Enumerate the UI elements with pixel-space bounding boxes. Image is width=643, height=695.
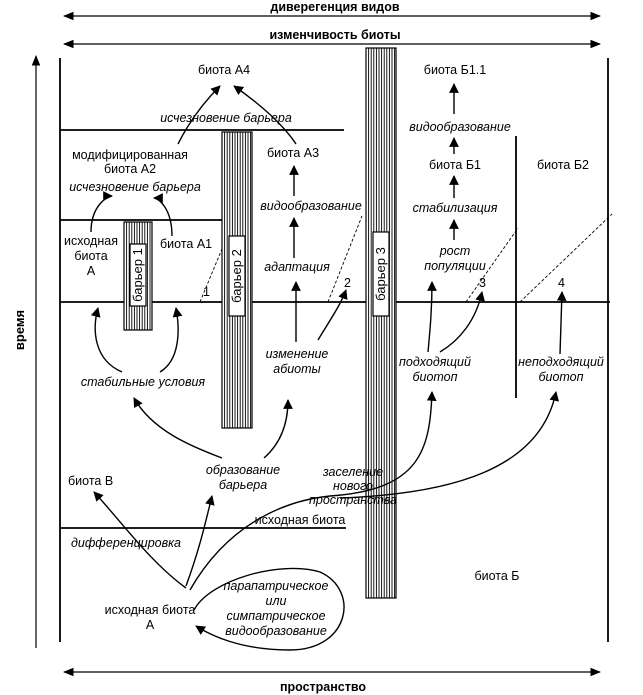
barrier-form-label-1: образование [206,463,280,477]
arrow-settle-to-unsuitable [339,391,560,499]
arrow-stable-to-a1 [159,307,183,373]
number-4: 4 [558,276,565,290]
divergence-label: диверегенция видов [270,0,399,14]
initial-biota-line-label: исходная биота [255,513,346,527]
barrier-disappear-mid-label: исчезновение барьера [69,180,201,194]
biota-b2-label: биота Б2 [537,158,589,172]
space-label: пространство [280,680,366,694]
parapatric-label-4: видообразование [225,624,327,638]
parapatric-label-1: парапатрическое [224,579,329,593]
settle-label-2: нового [333,479,373,493]
biota-b1-label: биота Б1 [429,158,481,172]
arrow-barrier-form-to-stable [133,397,223,459]
biota-b11-label: биота Б1.1 [424,63,486,77]
arrow-a2-to-a4 [177,85,221,145]
arrow-barrier-form-to-b2 [263,399,293,459]
abiota-label-1: изменение [266,347,329,361]
biota-a3-label: биота А3 [267,146,319,160]
modified-label-1: модифицированная [72,148,188,162]
arrow-initial-to-a2 [90,191,113,233]
modified-label-2: биота А2 [104,162,156,176]
adaptation-label: адаптация [264,260,330,274]
dash-4 [519,213,613,303]
barrier-disappear-top-label: исчезновение барьера [160,111,292,125]
stable-conditions-label: стабильные условия [81,375,206,389]
number-2: 2 [344,276,351,290]
initial-label-2: биота [74,249,107,263]
arrow-initial-to-barrier-form [185,495,215,587]
dash-3 [465,227,519,303]
unsuitable-label-1: неподходящий [518,355,604,369]
number-1: 1 [203,285,210,299]
variability-label: изменчивость биоты [269,28,400,42]
dash-1 [199,243,225,303]
arrow-settle-to-suitable [189,391,437,591]
arrow-suitable-to-3 [439,291,485,353]
biota-b-label: биота Б [474,569,519,583]
suitable-label-1: подходящий [399,355,471,369]
speciation-right-label: видообразование [409,120,511,134]
dash-2 [327,215,363,303]
growth-label-1: рост [439,244,471,258]
arrow-a1-to-a2 [153,193,173,237]
settle-label-1: заселение [322,465,383,479]
initial-label-3: А [87,264,96,278]
bottom-initial-label-1: исходная биота [105,603,196,617]
barrier-form-label-2: барьера [219,478,267,492]
arrow-unsuitable-to-4 [556,291,567,355]
arrow-initial-to-biota-v [93,491,187,589]
speciation-left-label: видообразование [260,199,362,213]
differentiation-label: дифференцировка [71,536,181,550]
abiota-label-2: абиоты [273,362,321,376]
arrow-parapatric-loop [193,567,345,651]
number-3: 3 [479,276,486,290]
biota-a1-label: биота А1 [160,237,212,251]
arrow-abiota-to-2 [317,289,348,341]
biota-v-label: биота В [68,474,113,488]
initial-label-1: исходная [64,234,118,248]
barrier-1: барьер 1 [123,221,153,331]
arrow-a3-to-a4 [233,85,297,145]
suitable-label-2: биотоп [412,370,457,384]
parapatric-label-2: или [266,594,287,608]
stabilization-label: стабилизация [413,201,498,215]
barrier-3: барьер 3 [365,47,397,599]
arrow-stable-to-initial [90,307,123,373]
time-label: время [12,310,27,350]
barrier-3-label: барьер 3 [373,247,388,301]
barrier-2-label: барьер 2 [229,249,244,303]
arrow-suitable-to-growth [427,281,437,353]
unsuitable-label-2: биотоп [538,370,583,384]
barrier-2: барьер 2 [221,131,253,429]
bottom-initial-label-2: А [146,618,155,632]
biota-a4-label: биота А4 [198,63,250,77]
growth-label-2: популяции [424,259,486,273]
barrier-1-label: барьер 1 [130,248,145,302]
parapatric-label-3: симпатрическое [226,609,325,623]
